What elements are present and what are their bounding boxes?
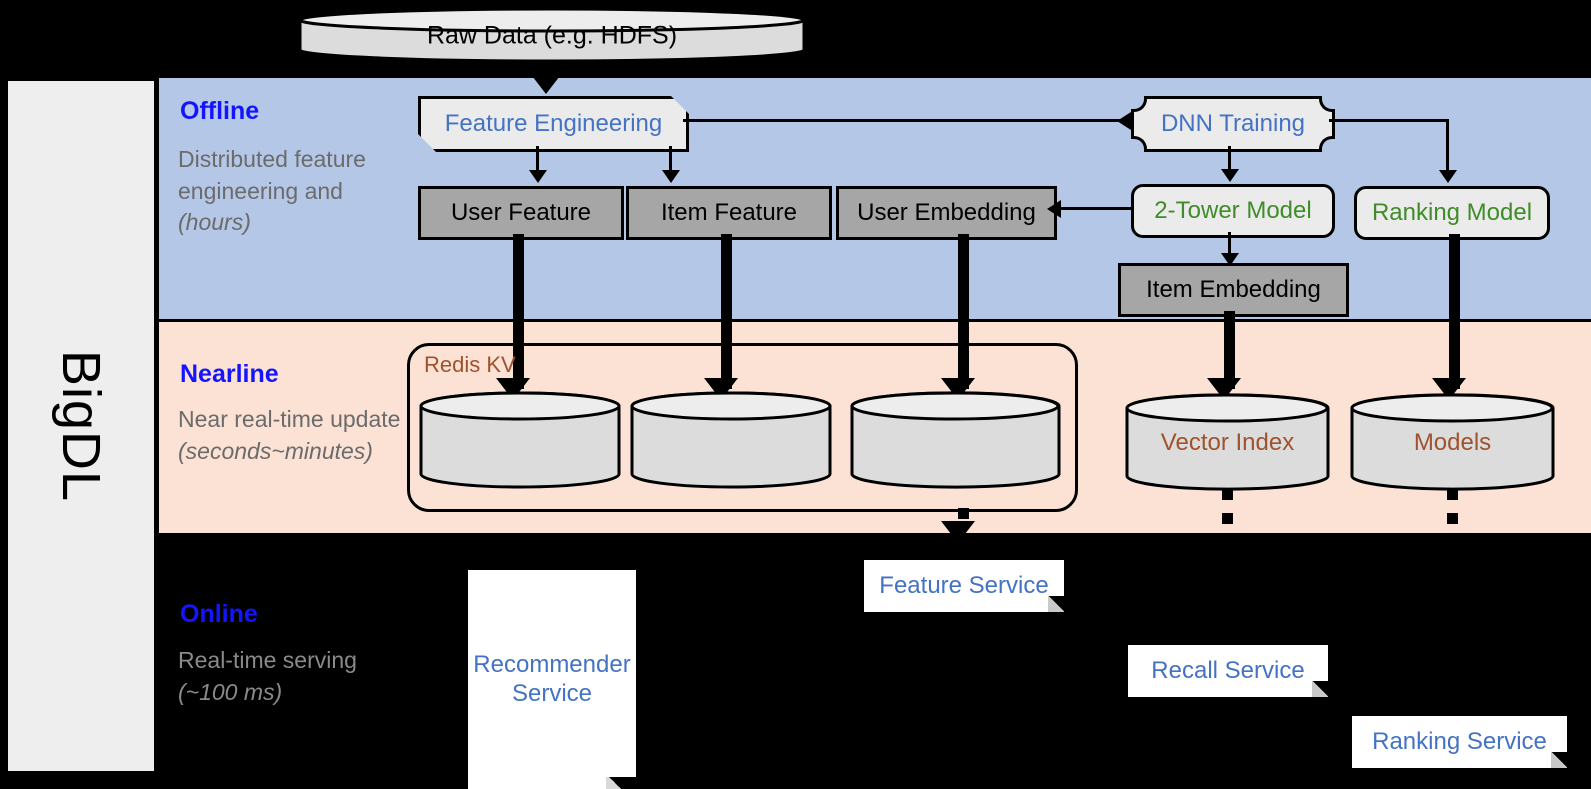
- arrowhead-rawdata-fe: [529, 72, 563, 94]
- arrowhead-fe-userfeature: [529, 170, 547, 183]
- edge-dnn-ranking-v: [1446, 119, 1449, 171]
- node-user-feature[interactable]: User Feature: [418, 186, 624, 240]
- connector-dot-recall-a: [1222, 489, 1233, 500]
- dnn-training-label: DNN Training: [1160, 110, 1306, 137]
- edge-dnn-ranking-h: [1329, 119, 1449, 122]
- redis-kv-container: [407, 343, 1078, 512]
- ranking-service-label: Ranking Service: [1372, 727, 1547, 755]
- page-fold-icon: [606, 777, 636, 789]
- vector-index-cylinder[interactable]: Vector Index: [1124, 392, 1331, 492]
- nearline-title: Nearline: [180, 360, 279, 388]
- page-fold-icon: [1551, 752, 1567, 768]
- recall-service-label: Recall Service: [1151, 656, 1305, 684]
- node-item-feature[interactable]: Item Feature: [626, 186, 832, 240]
- pipe-userfeature-store: [513, 234, 524, 389]
- store-item-feature-cylinder[interactable]: [629, 390, 833, 490]
- feature-engineering-label: Feature Engineering: [444, 110, 663, 137]
- arrowhead-twotower-itemembedding: [1221, 253, 1239, 266]
- ranking-model-label: Ranking Model: [1371, 199, 1533, 226]
- offline-subtitle: Distributed feature engineering and (hou…: [178, 146, 366, 236]
- raw-data-cylinder: Raw Data (e.g. HDFS): [297, 6, 807, 64]
- pipe-userembedding-store: [958, 234, 969, 389]
- pipe-itemfeature-store: [721, 234, 732, 389]
- item-embedding-label: Item Embedding: [1146, 276, 1321, 303]
- node-item-embedding[interactable]: Item Embedding: [1118, 263, 1349, 317]
- bigdl-label: BigDL: [51, 349, 111, 503]
- arrowhead-twotower-userembedding: [1047, 200, 1061, 218]
- nearline-subtitle: Near real-time update (seconds~minutes): [178, 406, 401, 464]
- arrowhead-fe-itemfeature: [662, 170, 680, 183]
- node-recommender-service[interactable]: Recommender Service: [468, 570, 636, 789]
- pipe-rankingmodel-models: [1449, 234, 1460, 389]
- two-tower-model-label: 2-Tower Model: [1154, 197, 1312, 224]
- node-recall-service[interactable]: Recall Service: [1128, 645, 1328, 697]
- store-user-embedding-cylinder[interactable]: [849, 390, 1062, 490]
- edge-fe-itemfeature: [669, 146, 672, 173]
- arrowhead-featureservice: [941, 521, 975, 543]
- node-feature-engineering[interactable]: Feature Engineering: [418, 96, 689, 152]
- node-ranking-service[interactable]: Ranking Service: [1352, 716, 1567, 768]
- edge-dnn-twotower: [1228, 146, 1231, 171]
- feature-service-label: Feature Service: [879, 571, 1049, 599]
- connector-dot-feature-service: [958, 508, 969, 519]
- connector-dot-recall-b: [1222, 513, 1233, 524]
- pipe-itemembedding-vectorindex: [1224, 311, 1235, 389]
- edge-rawdata-fe: [546, 62, 557, 80]
- page-fold-icon: [1048, 596, 1064, 612]
- models-cylinder[interactable]: Models: [1349, 392, 1556, 492]
- node-user-embedding[interactable]: User Embedding: [836, 186, 1057, 240]
- edge-twotower-userembedding: [1053, 207, 1133, 210]
- node-feature-service[interactable]: Feature Service: [864, 560, 1064, 612]
- node-two-tower-model[interactable]: 2-Tower Model: [1131, 184, 1335, 238]
- arrowhead-fe-dnn: [1117, 112, 1131, 130]
- connector-dot-ranking-b: [1447, 513, 1458, 524]
- edge-fe-dnn: [683, 119, 1123, 122]
- recommender-service-label: Recommender Service: [473, 650, 631, 707]
- arrowhead-dnn-twotower: [1221, 169, 1239, 182]
- edge-twotower-itemembedding: [1228, 232, 1231, 256]
- user-embedding-label: User Embedding: [857, 199, 1036, 226]
- store-user-feature-cylinder[interactable]: [418, 390, 622, 490]
- node-dnn-training[interactable]: DNN Training: [1131, 96, 1335, 152]
- user-feature-label: User Feature: [450, 199, 592, 226]
- page-fold-icon: [1312, 681, 1328, 697]
- item-feature-label: Item Feature: [660, 199, 798, 226]
- bigdl-sidebar: BigDL: [5, 78, 157, 774]
- online-subtitle: Real-time serving (~100 ms): [178, 647, 357, 705]
- online-title: Online: [180, 600, 258, 628]
- offline-title: Offline: [180, 97, 260, 125]
- node-ranking-model[interactable]: Ranking Model: [1354, 186, 1550, 240]
- arrowhead-dnn-ranking: [1439, 170, 1457, 183]
- connector-dot-ranking-a: [1447, 489, 1458, 500]
- redis-kv-label: Redis KV: [424, 352, 516, 377]
- edge-fe-userfeature: [536, 146, 539, 173]
